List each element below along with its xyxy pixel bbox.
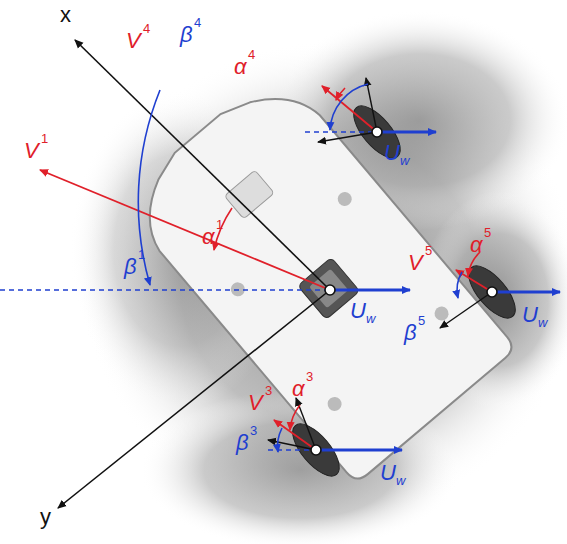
speed-symbol: U [384, 142, 400, 164]
axis-label: y [40, 506, 51, 528]
wheel-index: 5 [425, 244, 432, 257]
angle-arcs [138, 84, 480, 452]
wheel-index: 5 [418, 314, 425, 327]
angle-symbol: β [236, 432, 249, 454]
wheel-index: 5 [484, 226, 491, 239]
terrain [70, 10, 567, 544]
angle-symbol: α [202, 226, 215, 248]
angle-symbol: α [234, 56, 247, 78]
speed-subscript: w [366, 312, 375, 325]
speed-symbol: U [350, 300, 366, 322]
wheel-index: 1 [138, 248, 145, 261]
ground-speed-vectors [316, 132, 560, 450]
speed-subscript: w [538, 316, 547, 329]
wheel-index: 3 [265, 384, 272, 397]
speed-subscript: w [396, 474, 405, 487]
origin-dots [311, 127, 497, 455]
angle-symbol: β [180, 24, 193, 46]
speed-subscript: w [400, 154, 409, 167]
wheel-index: 4 [143, 22, 150, 35]
wheel-index: 4 [194, 16, 201, 29]
speed-symbol: U [380, 462, 396, 484]
rover-body [117, 66, 516, 484]
wheel-index: 1 [216, 218, 223, 231]
velocity-symbol: V [24, 140, 39, 162]
wheel-index: 4 [248, 48, 255, 61]
velocity-symbol: V [126, 30, 141, 52]
velocity-symbol: V [408, 252, 423, 274]
angle-symbol: β [404, 322, 417, 344]
wheels [285, 99, 524, 484]
velocity-vectors [40, 86, 492, 450]
angle-symbol: β [124, 256, 137, 278]
angle-symbol: α [470, 234, 483, 256]
wheel-index: 3 [306, 370, 313, 383]
velocity-symbol: V [248, 392, 263, 414]
wheel-axes [268, 78, 492, 450]
reference-lines [0, 132, 377, 450]
speed-symbol: U [522, 304, 538, 326]
wheel-index: 3 [250, 424, 257, 437]
axis-label: x [60, 4, 71, 26]
wheel-index: 1 [41, 132, 48, 145]
angle-symbol: α [292, 378, 305, 400]
